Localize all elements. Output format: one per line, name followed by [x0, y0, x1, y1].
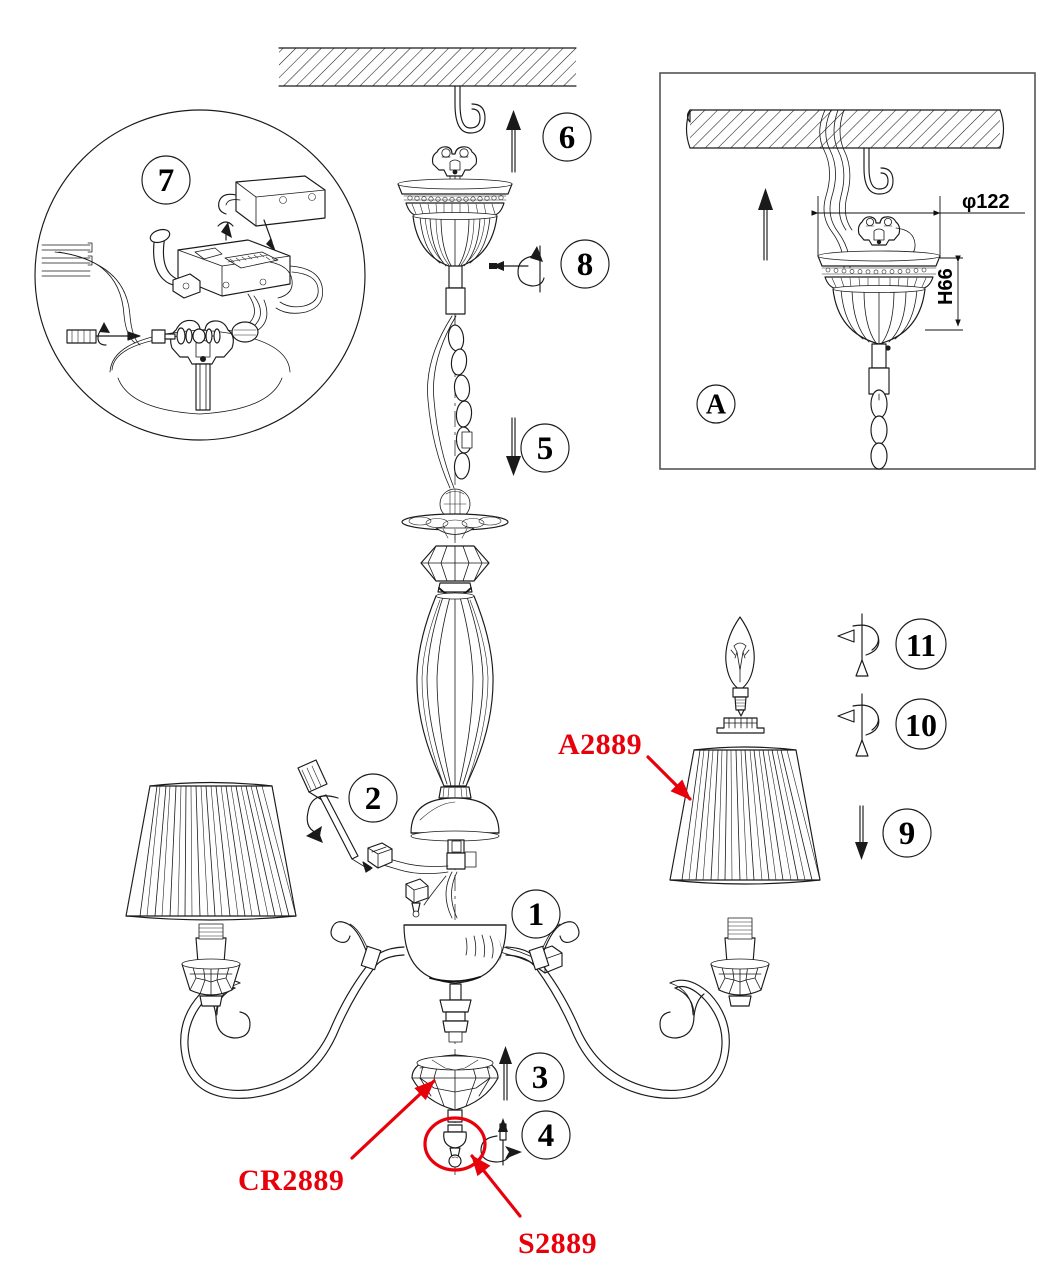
- part-label-a2889: A2889: [558, 728, 642, 761]
- step-marker-5[interactable]: 5: [520, 423, 570, 473]
- crystal-rosette: [401, 488, 509, 541]
- step-marker-8[interactable]: 8: [560, 239, 610, 289]
- crystal-collar: [420, 545, 490, 582]
- screw-assembly-detail: [66, 321, 259, 346]
- step-6-arrow-up-icon: [506, 110, 521, 173]
- shade-ring: [716, 717, 765, 734]
- socket-bobeche-right: [710, 917, 770, 1007]
- step-marker-7[interactable]: 7: [141, 155, 191, 205]
- step-label-9: 9: [899, 816, 916, 852]
- step-label-3: 3: [532, 1060, 549, 1096]
- scroll-arm-right: [505, 921, 730, 1099]
- step-label-7: 7: [158, 163, 175, 199]
- step-marker-9[interactable]: 9: [882, 808, 932, 858]
- insert-arrow-icon: [217, 219, 276, 252]
- step-8-rotate-icon: [489, 245, 545, 293]
- wire-connector: [405, 878, 429, 918]
- step-marker-2[interactable]: 2: [348, 773, 398, 823]
- detail-bubble-7: [34, 109, 366, 441]
- step-label-2: 2: [365, 781, 382, 817]
- detail-panel-a-label: A: [706, 390, 727, 421]
- panel-ceiling-hook: [863, 147, 894, 195]
- wire-connector: [367, 842, 393, 869]
- s2889-highlight-circle: [423, 1116, 487, 1172]
- part-label-s2889: S2889: [518, 1227, 597, 1260]
- terminal-cover: [218, 175, 326, 227]
- step-10-rotate-down-icon: [837, 693, 880, 757]
- part-label-cr2889: CR2889: [238, 1164, 344, 1197]
- detail-panel-label: [696, 384, 736, 424]
- step-3-arrow-up-icon: [499, 1046, 512, 1101]
- suspension-chain: [427, 265, 473, 489]
- a2889-leader: [646, 755, 692, 801]
- arm-hub-bowl: [403, 924, 507, 984]
- step-label-1: 1: [528, 897, 545, 933]
- step-label-6: 6: [559, 120, 576, 156]
- panel-mount-bracket: [857, 216, 916, 259]
- panel-wires: [819, 109, 853, 269]
- pleated-lampshade-left: [125, 781, 297, 921]
- step-11-rotate-down-icon: [837, 613, 880, 677]
- panel-chain: [868, 343, 891, 470]
- terminal-block: [172, 239, 293, 299]
- step-marker-1[interactable]: 1: [511, 889, 561, 939]
- rotation-arrow-icon: [306, 795, 339, 843]
- socket-bobeche-left: [181, 923, 241, 1007]
- dimension-height: [925, 255, 963, 331]
- ornate-canopy: [397, 178, 513, 269]
- step-label-5: 5: [537, 431, 554, 467]
- step-marker-10[interactable]: 10: [895, 698, 947, 750]
- ceiling-hook: [454, 85, 486, 134]
- step-marker-11[interactable]: 11: [895, 618, 947, 670]
- canopy-bead-row: [407, 195, 504, 203]
- step-label-11: 11: [906, 627, 936, 663]
- step-5-arrow-down-icon: [506, 417, 521, 476]
- panel-ceiling-slab: [685, 109, 1005, 149]
- panel-arrow-up-icon: [758, 188, 773, 261]
- body-dome: [410, 797, 500, 870]
- step-marker-6[interactable]: 6: [542, 112, 592, 162]
- step-label-8: 8: [577, 247, 594, 283]
- ceiling-slab: [278, 47, 577, 87]
- step-label-10: 10: [905, 707, 937, 743]
- s2889-leader: [470, 1154, 522, 1218]
- pleated-lampshade-right: [669, 746, 821, 885]
- candle-bulb-e14: [725, 616, 755, 717]
- step-label-4: 4: [538, 1118, 555, 1154]
- detail-panel-a: [659, 72, 1036, 470]
- red-annotations: [350, 755, 692, 1218]
- ribbed-baluster-body: [416, 582, 494, 799]
- step-marker-3[interactable]: 3: [515, 1052, 565, 1102]
- dimension-h66-text: H66: [935, 268, 957, 305]
- dimension-diameter: [811, 196, 1025, 258]
- step-marker-4[interactable]: 4: [521, 1110, 571, 1160]
- dimension-phi122-text: φ122: [962, 191, 1010, 213]
- step-9-arrow-down-icon: [855, 805, 868, 860]
- cr2889-leader: [350, 1079, 436, 1160]
- finial-nut: [443, 1124, 467, 1168]
- bottom-stem: [439, 983, 472, 1043]
